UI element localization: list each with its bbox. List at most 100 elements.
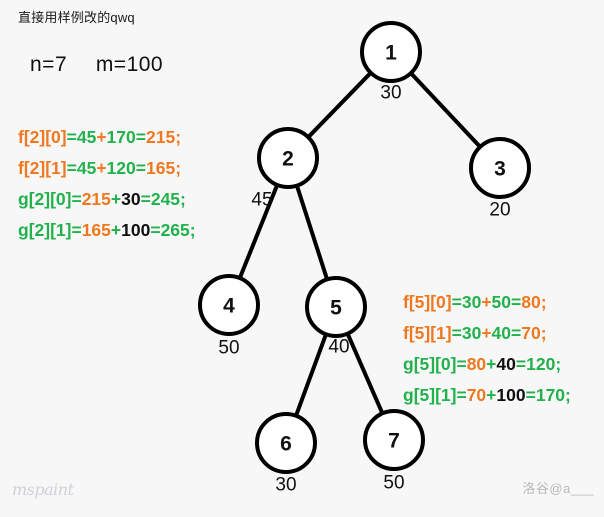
formula-token: 215 bbox=[81, 189, 111, 209]
formula-token: = bbox=[515, 354, 527, 374]
formula-token: 100 bbox=[496, 385, 526, 405]
tree-edge-2-5 bbox=[294, 182, 330, 283]
formula-token: 30 bbox=[121, 189, 141, 209]
formula-token: + bbox=[96, 127, 107, 147]
formula-token: 70 bbox=[466, 385, 487, 405]
tree-edge-5-6 bbox=[293, 331, 329, 419]
formula-token: = bbox=[511, 292, 522, 312]
formula-token: + bbox=[481, 292, 492, 312]
parameters-line: n=7 m=100 bbox=[30, 53, 163, 77]
formula-token: 30 bbox=[461, 292, 482, 312]
formula-token: + bbox=[110, 220, 122, 240]
formula-token: ; bbox=[175, 127, 182, 147]
luogu-user-watermark: 洛谷@a___ bbox=[522, 481, 594, 496]
formula-token: 40 bbox=[496, 354, 516, 374]
formula-token: 165 bbox=[81, 220, 111, 240]
node-weight-6: 30 bbox=[275, 475, 296, 496]
formula-token: ; bbox=[555, 354, 562, 374]
node-label-7: 7 bbox=[388, 430, 400, 453]
formula-token: = bbox=[456, 385, 467, 405]
formula-token: + bbox=[486, 385, 497, 405]
formula-left-line-4: g[2][1]=165+100=265; bbox=[18, 215, 196, 246]
formula-token: f[2][1] bbox=[18, 158, 67, 178]
tree-edge-1-2 bbox=[305, 70, 374, 140]
node-label-6: 6 bbox=[280, 433, 292, 456]
node-circle-6 bbox=[255, 412, 317, 474]
node-circle-1 bbox=[360, 21, 422, 83]
tree-node-5: 540 bbox=[305, 276, 367, 358]
formula-token: ; bbox=[565, 385, 571, 405]
formula-token: + bbox=[96, 158, 107, 178]
node-weight-4: 50 bbox=[218, 338, 239, 359]
node-label-1: 1 bbox=[385, 42, 397, 65]
formula-token: 40 bbox=[491, 323, 512, 343]
formula-token: 70 bbox=[521, 323, 541, 343]
formula-token: = bbox=[150, 220, 161, 240]
node-label-2: 2 bbox=[282, 148, 294, 171]
formula-token: 50 bbox=[491, 292, 512, 312]
node-weight-2: 45 bbox=[251, 190, 272, 211]
tree-edge-5-7 bbox=[345, 330, 385, 417]
formula-token: ; bbox=[540, 323, 547, 343]
node-weight-1: 30 bbox=[380, 83, 401, 104]
formula-token: 30 bbox=[461, 323, 482, 343]
formula-token: ; bbox=[180, 189, 186, 209]
node-circle-4 bbox=[198, 274, 260, 336]
formula-right-line-1: f[5][0]=30+50=80; bbox=[403, 287, 571, 318]
formula-token: 245 bbox=[150, 189, 181, 209]
mspaint-watermark: mspaint bbox=[12, 480, 74, 499]
node-circle-3 bbox=[469, 137, 531, 199]
tree-node-7: 750 bbox=[363, 409, 425, 494]
formula-left-line-2: f[2][1]=45+120=165; bbox=[18, 153, 196, 184]
formula-token: g[5][1] bbox=[403, 385, 457, 405]
node-label-5: 5 bbox=[330, 297, 342, 320]
formula-token: 265 bbox=[160, 220, 190, 240]
tree-node-2: 2 45 bbox=[251, 127, 319, 211]
param-n: n=7 bbox=[30, 53, 68, 76]
formula-token: + bbox=[110, 189, 122, 209]
formula-token: 120 bbox=[526, 354, 556, 374]
formula-token: = bbox=[135, 127, 146, 147]
formula-block-node5: f[5][0]=30+50=80;f[5][1]=30+40=70;g[5][0… bbox=[403, 287, 571, 411]
node-circle-2 bbox=[257, 127, 319, 189]
formula-right-line-3: g[5][0]=80+40=120; bbox=[403, 349, 571, 380]
formula-token: f[2][0] bbox=[18, 127, 67, 147]
formula-token: 80 bbox=[521, 292, 541, 312]
formula-token: + bbox=[481, 323, 492, 343]
formula-token: f[5][0] bbox=[403, 292, 452, 312]
formula-token: 165 bbox=[145, 158, 176, 178]
formula-left-line-1: f[2][0]=45+170=215; bbox=[18, 122, 196, 153]
formula-token: = bbox=[66, 127, 77, 147]
tree-edge-2-4 bbox=[237, 181, 280, 282]
formula-token: + bbox=[486, 354, 497, 374]
formula-token: 170 bbox=[106, 127, 136, 147]
formula-token: 215 bbox=[145, 127, 176, 147]
formula-token: g[2][1] bbox=[18, 220, 72, 240]
node-weight-3: 20 bbox=[489, 200, 510, 221]
node-label-3: 3 bbox=[494, 158, 506, 181]
formula-left-line-3: g[2][0]=215+30=245; bbox=[18, 184, 196, 215]
formula-token: f[5][1] bbox=[403, 323, 452, 343]
formula-token: ; bbox=[189, 220, 196, 240]
formula-token: 45 bbox=[76, 127, 97, 147]
formula-token: 80 bbox=[466, 354, 487, 374]
formula-token: = bbox=[451, 292, 462, 312]
formula-token: = bbox=[135, 158, 146, 178]
caption-text: 直接用样例改的qwq bbox=[18, 10, 135, 25]
formula-block-node2: f[2][0]=45+170=215;f[2][1]=45+120=165;g[… bbox=[18, 122, 196, 246]
formula-right-line-2: f[5][1]=30+40=70; bbox=[403, 318, 571, 349]
tree-node-1: 1 30 bbox=[360, 21, 422, 104]
node-circle-7 bbox=[363, 409, 425, 471]
formula-token: = bbox=[71, 189, 82, 209]
formula-right-line-4: g[5][1]=70+100=170; bbox=[403, 380, 571, 411]
tree-node-3: 3 20 bbox=[469, 137, 531, 221]
formula-token: = bbox=[140, 189, 151, 209]
formula-token: = bbox=[66, 158, 77, 178]
formula-token: = bbox=[71, 220, 82, 240]
tree-node-6: 6 30 bbox=[255, 412, 317, 496]
param-m: m=100 bbox=[95, 53, 164, 76]
formula-token: = bbox=[511, 323, 522, 343]
tree-node-4: 450 bbox=[198, 274, 260, 359]
formula-token: 170 bbox=[535, 385, 566, 405]
